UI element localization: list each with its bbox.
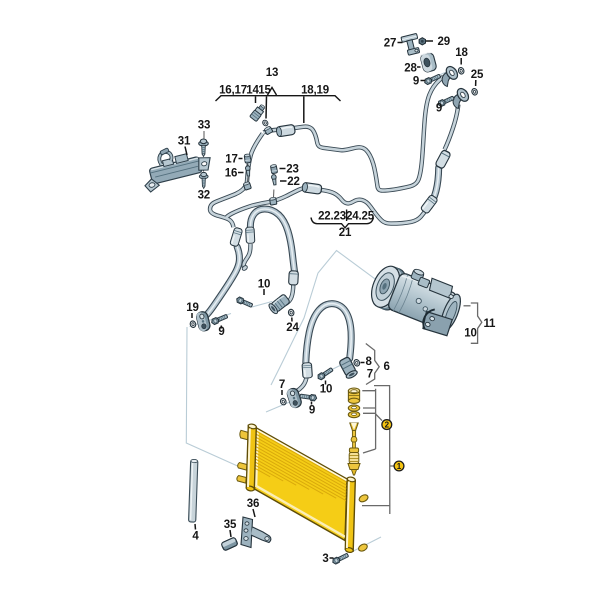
svg-text:33: 33 (198, 120, 210, 132)
svg-text:9: 9 (436, 103, 442, 115)
svg-text:6: 6 (384, 361, 390, 373)
svg-text:36: 36 (247, 498, 259, 510)
svg-text:22.23: 22.23 (318, 211, 346, 223)
svg-text:21: 21 (339, 227, 352, 239)
svg-text:16: 16 (225, 168, 237, 180)
svg-text:17: 17 (225, 154, 237, 166)
svg-text:7: 7 (279, 379, 285, 391)
svg-text:7: 7 (367, 369, 373, 381)
svg-text:13: 13 (266, 67, 278, 79)
svg-text:10: 10 (320, 384, 332, 396)
svg-text:9: 9 (218, 326, 224, 338)
svg-text:18,19: 18,19 (301, 85, 329, 97)
svg-text:28: 28 (404, 63, 417, 75)
svg-text:18: 18 (455, 47, 468, 59)
svg-text:23: 23 (286, 164, 298, 176)
svg-text:15: 15 (258, 85, 271, 97)
svg-text:24.25: 24.25 (346, 211, 375, 223)
svg-text:35: 35 (224, 519, 237, 531)
svg-text:3: 3 (322, 553, 328, 565)
svg-text:25: 25 (471, 69, 484, 81)
svg-text:11: 11 (484, 318, 497, 330)
svg-text:16,17: 16,17 (219, 85, 247, 97)
svg-text:9: 9 (309, 405, 315, 417)
svg-text:2: 2 (385, 421, 390, 430)
svg-text:32: 32 (198, 190, 210, 202)
svg-text:9: 9 (413, 76, 419, 88)
svg-text:10: 10 (464, 328, 476, 340)
svg-text:29: 29 (438, 36, 450, 48)
svg-text:24: 24 (286, 322, 299, 334)
svg-text:27: 27 (384, 38, 396, 50)
svg-text:22: 22 (287, 176, 299, 188)
svg-text:8: 8 (366, 356, 373, 368)
svg-text:1: 1 (397, 462, 402, 471)
svg-text:4: 4 (192, 531, 199, 543)
svg-text:14: 14 (246, 85, 259, 97)
svg-text:10: 10 (258, 279, 270, 291)
svg-text:31: 31 (178, 136, 191, 148)
svg-text:19: 19 (186, 302, 198, 314)
